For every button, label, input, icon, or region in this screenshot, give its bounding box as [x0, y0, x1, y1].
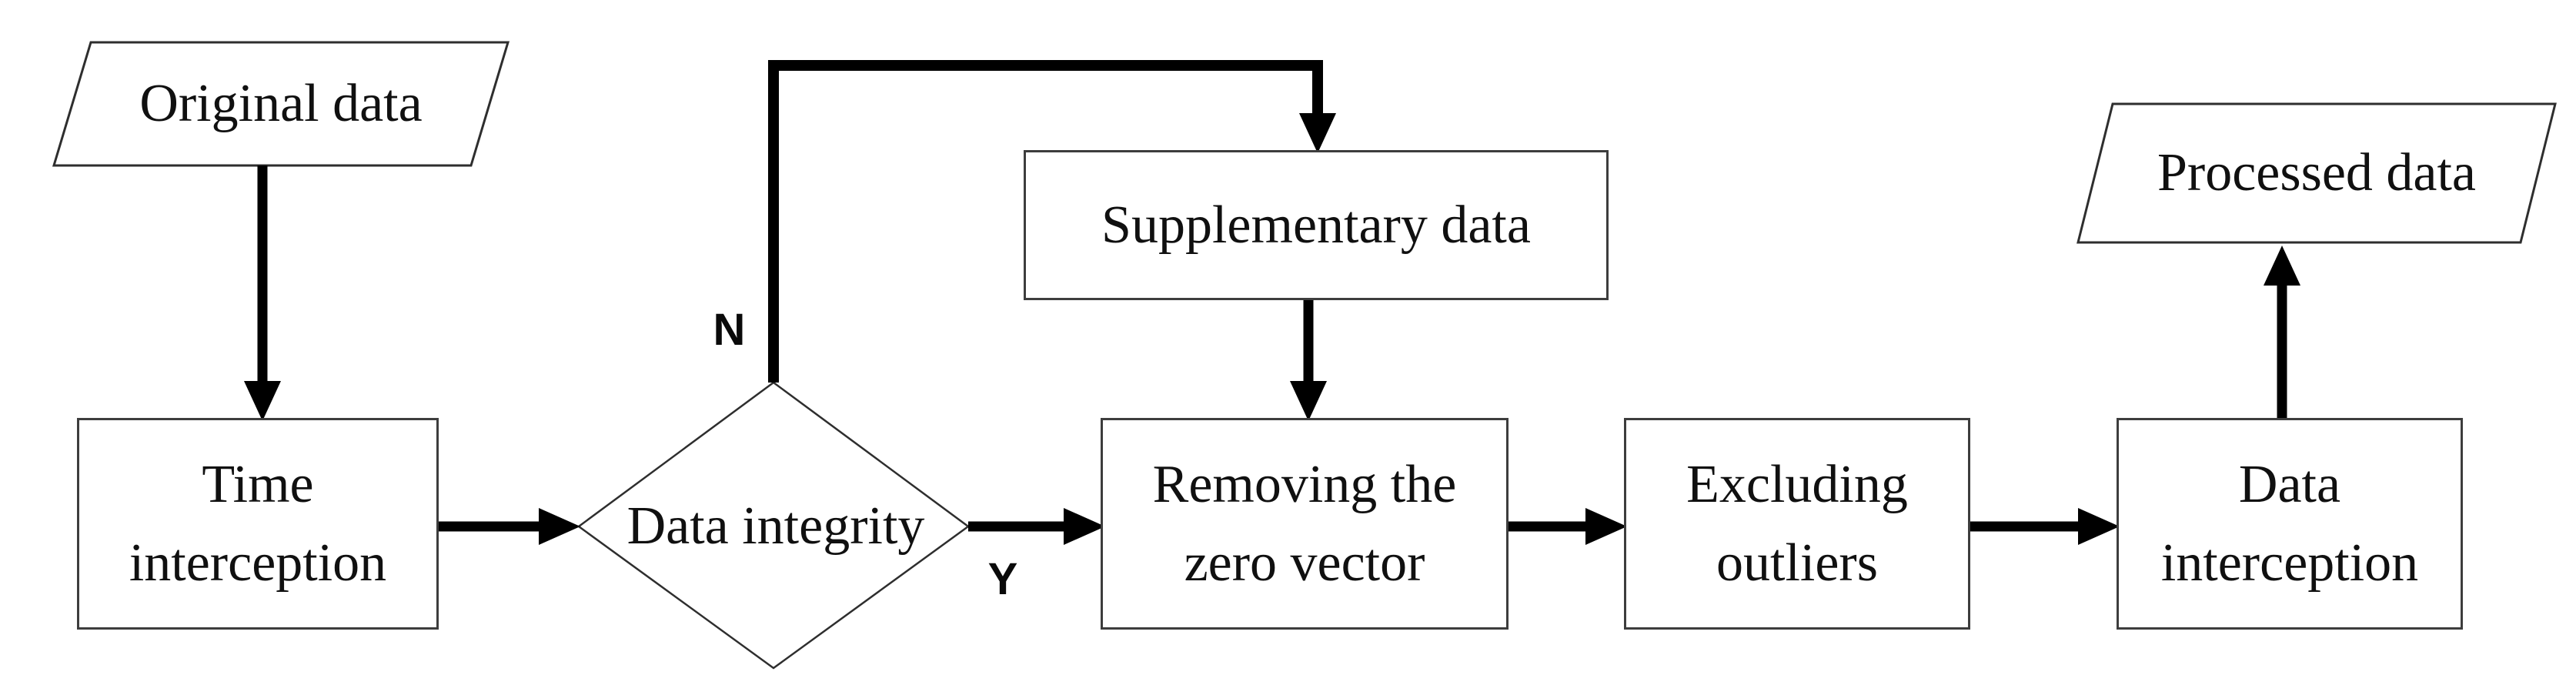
parallelogram-original-data [52, 41, 510, 167]
arrow-removing-to-excluding-head [1585, 508, 1627, 545]
arrow-original-to-time-head [244, 381, 281, 421]
diamond-data-integrity [576, 381, 971, 670]
parallelogram-processed-data [2077, 102, 2557, 244]
node-supplementary-data: Supplementary data [1024, 150, 1609, 300]
node-excluding-outliers: Excluding outliers [1624, 418, 1970, 630]
node-data-interception: Data interception [2117, 418, 2463, 630]
node-processed-data: Processed data [2157, 143, 2477, 203]
arrow-interception-to-processed-head [2264, 246, 2300, 286]
node-time-interception: Time interception [77, 418, 439, 630]
branch-label-yes: Y [987, 553, 1018, 604]
arrow-integrity-to-supplementary-line [768, 60, 1323, 383]
arrow-excluding-to-interception-head [2078, 508, 2120, 545]
arrow-supplementary-to-removing-head [1290, 381, 1327, 421]
branch-label-no: N [713, 304, 746, 355]
arrow-integrity-to-removing-head [1064, 508, 1105, 545]
arrow-integrity-to-supplementary-head [1299, 113, 1336, 153]
node-original-data: Original data [139, 74, 423, 134]
arrow-time-to-integrity-head [539, 508, 580, 545]
node-removing-zero-vector: Removing the zero vector [1101, 418, 1509, 630]
node-data-integrity: Data integrity [626, 496, 925, 556]
